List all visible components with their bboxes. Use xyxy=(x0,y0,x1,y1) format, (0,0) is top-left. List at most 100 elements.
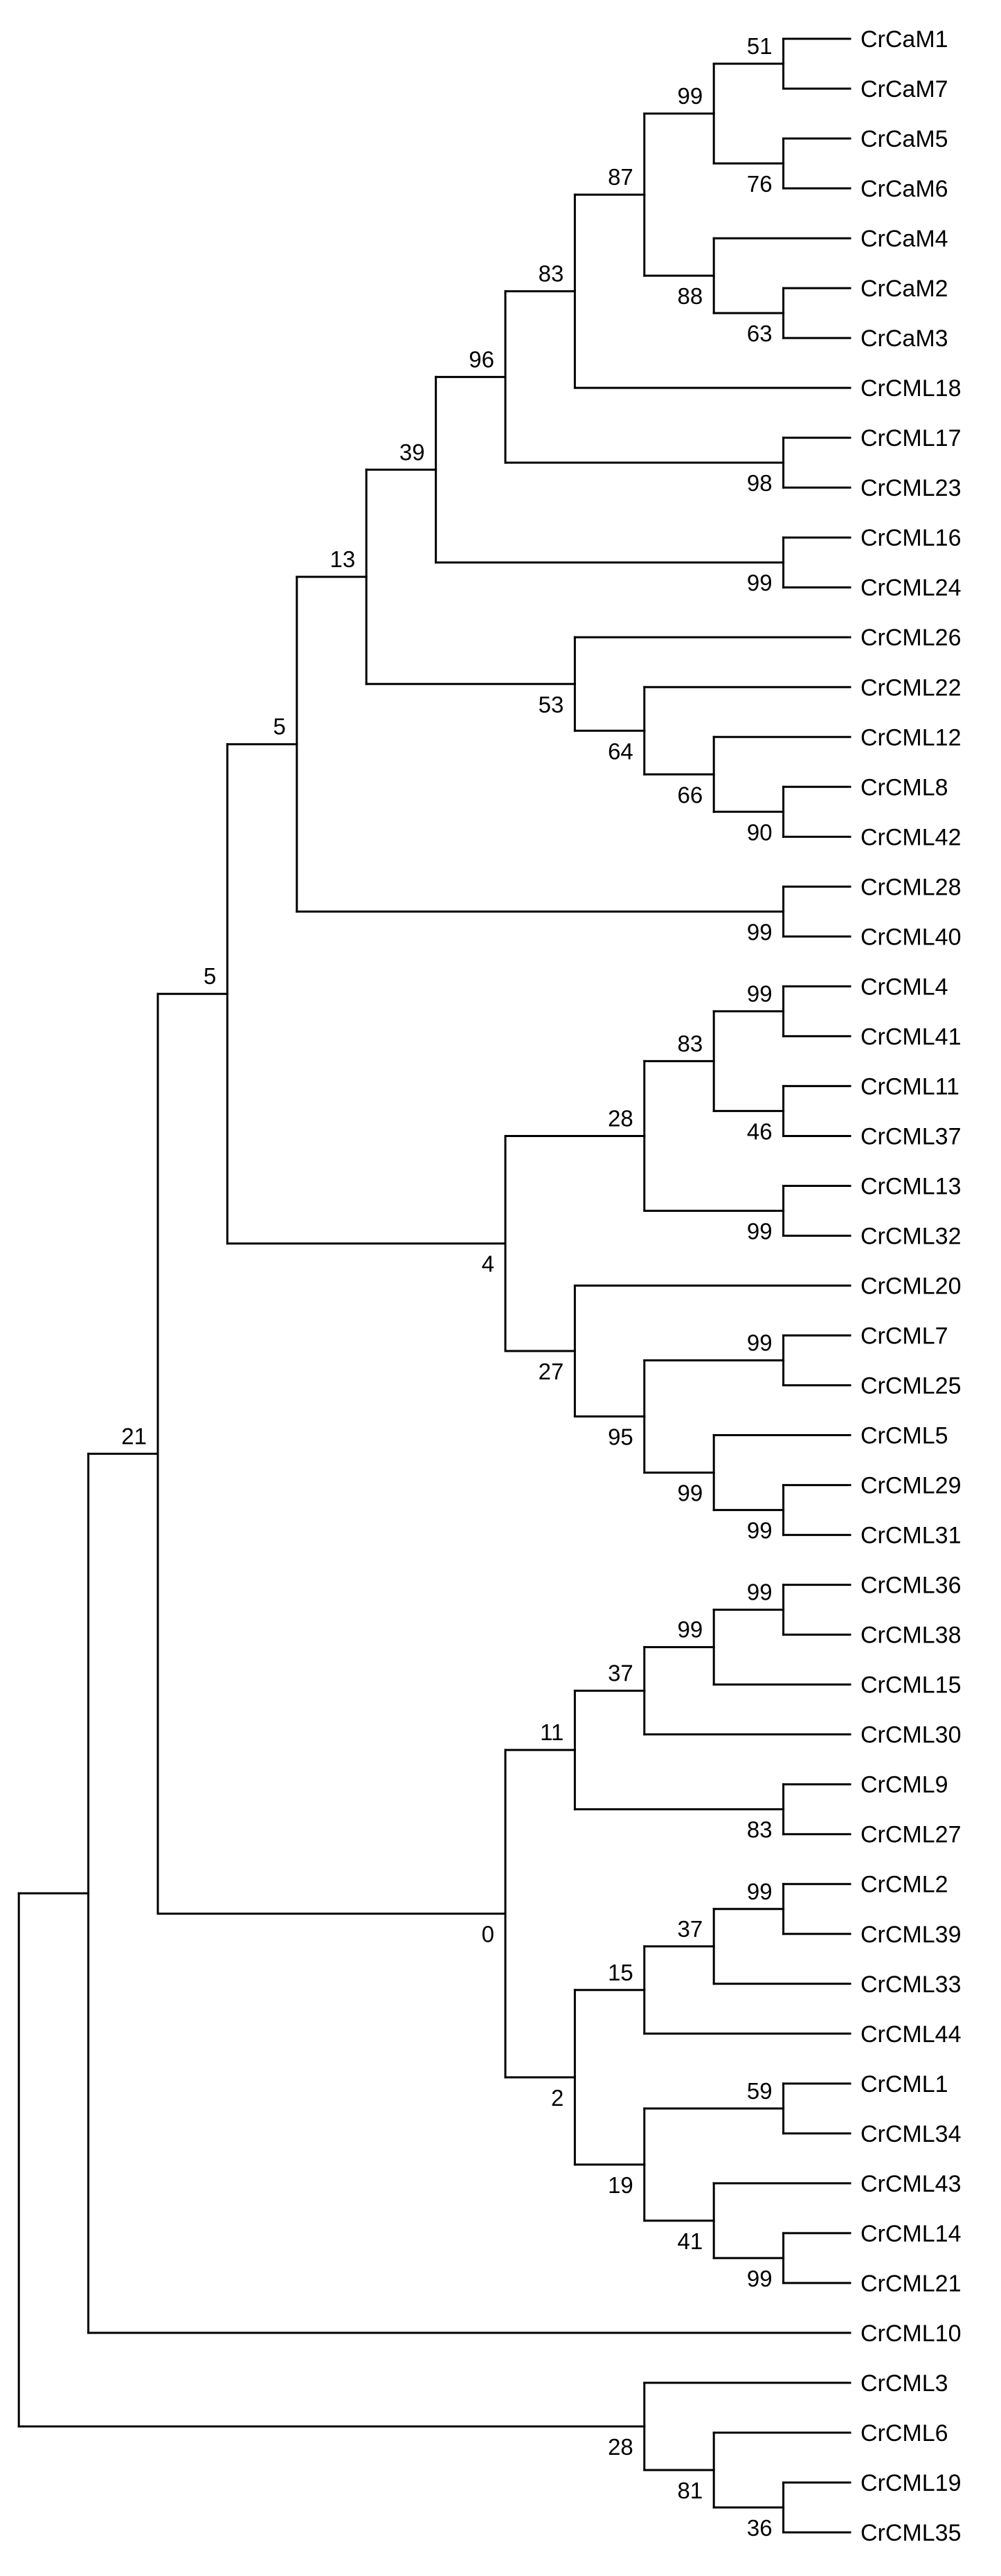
support-value: 88 xyxy=(677,283,703,309)
support-value: 95 xyxy=(608,1424,633,1450)
support-value: 99 xyxy=(747,570,773,596)
taxon-label: CrCML28 xyxy=(860,874,961,900)
taxon-label: CrCML37 xyxy=(860,1123,961,1150)
support-value: 64 xyxy=(608,738,633,764)
taxon-label: CrCML20 xyxy=(860,1273,961,1300)
taxon-label: CrCML13 xyxy=(860,1173,961,1199)
taxon-label: CrCML30 xyxy=(860,1722,961,1748)
taxon-label: CrCML26 xyxy=(860,625,961,651)
support-value: 96 xyxy=(469,346,494,372)
taxon-label: CrCML36 xyxy=(860,1573,961,1599)
taxon-label: CrCML11 xyxy=(860,1073,959,1100)
taxon-label: CrCML9 xyxy=(860,1772,948,1798)
support-value: 5 xyxy=(273,714,285,740)
support-value: 83 xyxy=(539,261,564,287)
taxon-label: CrCML35 xyxy=(860,2520,961,2546)
taxon-label: CrCML23 xyxy=(860,475,961,501)
support-value: 59 xyxy=(747,2078,773,2104)
taxon-label: CrCaM6 xyxy=(860,176,948,202)
taxon-label: CrCML43 xyxy=(860,2171,961,2197)
taxon-label: CrCML10 xyxy=(860,2320,961,2347)
support-value: 83 xyxy=(747,1817,773,1843)
taxon-label: CrCML14 xyxy=(860,2221,961,2247)
support-value: 99 xyxy=(747,2266,773,2291)
taxon-label: CrCML8 xyxy=(860,774,948,800)
taxon-label: CrCML3 xyxy=(860,2370,948,2397)
support-value: 28 xyxy=(608,2434,633,2460)
taxon-label: CrCML15 xyxy=(860,1672,961,1699)
taxon-label: CrCML38 xyxy=(860,1622,961,1649)
support-value: 99 xyxy=(747,1218,773,1244)
taxon-label: CrCML1 xyxy=(860,2071,948,2098)
support-value: 37 xyxy=(608,1661,633,1686)
support-value: 27 xyxy=(539,1359,564,1384)
support-value: 41 xyxy=(677,2228,703,2254)
support-value: 98 xyxy=(747,470,773,496)
taxon-label: CrCML44 xyxy=(860,2021,961,2048)
taxon-label: CrCML4 xyxy=(860,974,948,1000)
taxon-label: CrCML34 xyxy=(860,2121,961,2147)
taxon-label: CrCML5 xyxy=(860,1423,948,1449)
support-value: 83 xyxy=(677,1030,703,1056)
taxon-label: CrCML25 xyxy=(860,1373,961,1399)
support-value: 37 xyxy=(677,1916,703,1942)
taxon-label: CrCML40 xyxy=(860,924,961,950)
taxon-label: CrCML12 xyxy=(860,724,961,751)
support-value: 90 xyxy=(747,819,773,845)
taxon-label: CrCML18 xyxy=(860,375,961,402)
support-value: 99 xyxy=(747,1518,773,1544)
support-value: 53 xyxy=(539,692,564,717)
support-value: 21 xyxy=(121,1423,147,1449)
support-value: 66 xyxy=(677,782,703,807)
taxon-label: CrCML27 xyxy=(860,1822,961,1848)
support-value: 99 xyxy=(747,919,773,945)
taxon-label: CrCML17 xyxy=(860,425,961,451)
support-value: 5 xyxy=(204,963,216,989)
support-value: 11 xyxy=(540,1719,563,1745)
taxon-label: CrCML19 xyxy=(860,2470,961,2496)
taxon-label: CrCML2 xyxy=(860,1872,948,1898)
support-value: 0 xyxy=(482,1922,494,1947)
support-value: 76 xyxy=(747,171,773,197)
support-value: 87 xyxy=(608,164,633,190)
taxon-label: CrCML33 xyxy=(860,1971,961,1998)
support-value: 51 xyxy=(747,33,773,59)
taxon-label: CrCML21 xyxy=(860,2271,961,2297)
taxon-label: CrCML24 xyxy=(860,575,961,601)
taxon-label: CrCML32 xyxy=(860,1223,961,1249)
taxon-label: CrCML22 xyxy=(860,674,961,701)
support-value: 4 xyxy=(482,1251,494,1277)
support-value: 99 xyxy=(677,1481,703,1506)
support-value: 36 xyxy=(747,2515,773,2541)
taxon-label: CrCML6 xyxy=(860,2420,948,2447)
support-value: 13 xyxy=(330,546,355,572)
taxon-label: CrCML41 xyxy=(860,1023,961,1050)
taxon-label: CrCML29 xyxy=(860,1473,961,1499)
support-value: 28 xyxy=(608,1105,633,1131)
taxon-label: CrCaM2 xyxy=(860,276,948,302)
support-value: 81 xyxy=(677,2478,703,2503)
taxon-label: CrCML31 xyxy=(860,1523,961,1549)
support-value: 99 xyxy=(747,1330,773,1356)
support-value: 99 xyxy=(677,83,703,109)
support-value: 99 xyxy=(677,1617,703,1643)
taxon-label: CrCaM1 xyxy=(860,26,948,53)
support-value: 2 xyxy=(551,2085,563,2111)
taxon-label: CrCML42 xyxy=(860,824,961,850)
taxon-label: CrCaM4 xyxy=(860,226,948,252)
taxon-label: CrCaM5 xyxy=(860,126,948,152)
taxon-label: CrCaM3 xyxy=(860,325,948,352)
support-value: 15 xyxy=(608,1960,633,1985)
taxon-label: CrCML7 xyxy=(860,1323,948,1350)
support-value: 46 xyxy=(747,1118,773,1144)
taxon-label: CrCML39 xyxy=(860,1922,961,1948)
support-value: 19 xyxy=(608,2172,633,2198)
support-value: 99 xyxy=(747,1580,773,1605)
support-value: 99 xyxy=(747,981,773,1006)
support-value: 63 xyxy=(747,321,773,346)
taxon-label: CrCML16 xyxy=(860,525,961,551)
support-value: 99 xyxy=(747,1879,773,1904)
support-value: 39 xyxy=(399,439,425,465)
